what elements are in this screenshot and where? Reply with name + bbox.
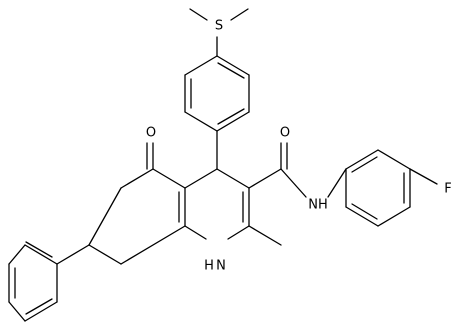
ring-h-label: H <box>204 259 214 274</box>
bond-ar1-3-inner <box>217 108 245 125</box>
bond-c2-n1 <box>227 225 250 240</box>
bond-c5-c6 <box>120 168 154 189</box>
bond-c4-c3 <box>216 168 250 189</box>
sulfur-label: S <box>215 19 223 34</box>
bond-s-methyl <box>230 8 249 21</box>
bond-ar1-1-inner <box>217 62 245 79</box>
bond-amide-c-n <box>280 168 307 198</box>
bond-ar2-5 <box>345 206 379 227</box>
fluorine-label: F <box>444 182 451 197</box>
bond-c4a-c5 <box>152 168 186 189</box>
bond-ph-5-inner <box>25 298 53 315</box>
bond-c7-ph <box>56 244 90 265</box>
amide-nh-label: NH <box>308 198 328 213</box>
bond-ar2-1-inner <box>351 156 378 173</box>
bond-s-aryl <box>189 8 208 21</box>
bond-n-aryl <box>327 168 347 198</box>
bond-ar2-f <box>409 168 438 185</box>
bond-ph-4 <box>8 301 26 322</box>
bond-ar2-4 <box>377 206 411 227</box>
bond-c8-c8a <box>120 225 186 265</box>
ketone-oxygen-label: O <box>146 126 156 141</box>
bond-ph-1 <box>24 244 58 265</box>
bond-ph-2 <box>8 244 26 265</box>
bond-ar2-1 <box>345 149 379 170</box>
bond-ar2-5-inner <box>351 203 378 220</box>
bond-ar1-6 <box>184 55 218 76</box>
bond-c2-methyl <box>248 225 282 246</box>
bond-c7-c8 <box>88 244 122 265</box>
bond-c3-amide-c <box>248 168 282 189</box>
bond-n1-c8a <box>184 225 207 240</box>
bond-ph-1-inner <box>25 241 53 258</box>
bond-c6-c7 <box>88 187 122 246</box>
bond-ar1-4 <box>184 111 218 132</box>
bond-ar1-3 <box>216 111 250 132</box>
bond-ar2-2 <box>377 149 411 170</box>
bond-c4a-c4 <box>184 168 218 189</box>
bond-ph-5 <box>24 301 58 322</box>
amide-oxygen-label: O <box>280 126 290 141</box>
bond-ar1-1 <box>216 55 250 76</box>
ring-n-label: N <box>216 259 226 274</box>
